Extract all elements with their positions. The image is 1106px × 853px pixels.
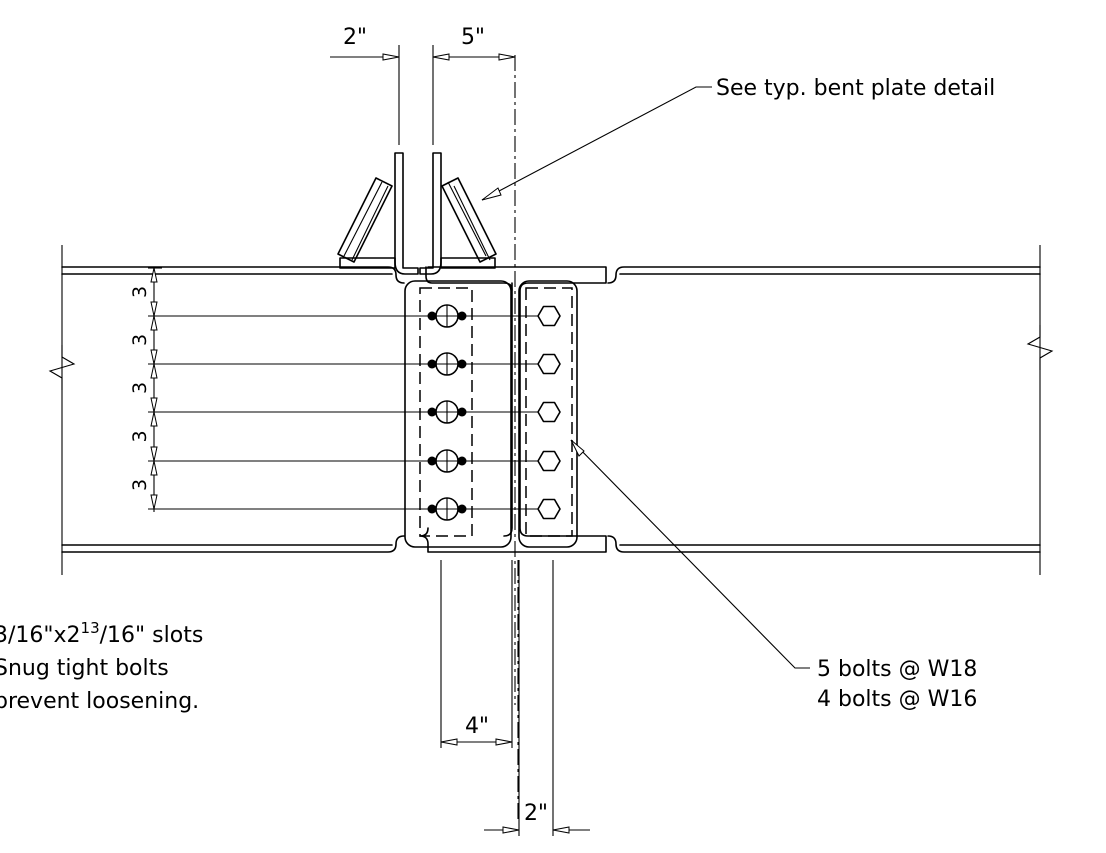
bolt-spacing-label: 3 [129, 286, 151, 298]
hex-bolt [537, 305, 561, 327]
bent-plate-callout: See typ. bent plate detail [481, 76, 995, 201]
slotted-bolt-hole [427, 352, 467, 376]
bolt-spacing-label: 3 [129, 479, 151, 491]
left-beam [48, 245, 405, 575]
bolt-count-line-1: 5 bolts @ W18 [817, 657, 977, 682]
hex-bolt [537, 498, 561, 520]
right-bolt-group [537, 305, 561, 520]
shear-plate-right [518, 280, 578, 548]
bolt-spacing-label: 3 [129, 382, 151, 394]
bolt-spacing-label: 3 [129, 430, 151, 442]
bent-plate-right [419, 152, 497, 275]
slotted-bolt-hole [427, 449, 467, 473]
slot-note-line-2: Snug tight bolts [0, 656, 169, 681]
slotted-bolt-hole [427, 400, 467, 424]
dim-bottom-right: 2" [524, 801, 548, 826]
slot-note-line-1: 3/16"x213/16" slots [0, 619, 203, 648]
bolt-spacing-label: 3 [129, 334, 151, 346]
bottom-dimension-4in: 4" [440, 560, 513, 748]
bottom-dimension-2in: 2" [484, 560, 590, 836]
right-beam [607, 245, 1054, 575]
slot-notes: 3/16"x213/16" slots Snug tight bolts pre… [0, 619, 203, 714]
hex-bolt [537, 450, 561, 472]
top-dimension-2in: 2" 5" [330, 25, 516, 145]
dim-top-left: 2" [343, 25, 367, 50]
dim-bottom-left: 4" [465, 714, 489, 739]
slotted-bolt-hole [427, 497, 467, 521]
slotted-bolt-hole [427, 304, 467, 328]
bent-plate-left [337, 152, 419, 275]
bent-plate-callout-text: See typ. bent plate detail [716, 76, 995, 101]
slot-note-line-3: prevent loosening. [0, 689, 199, 714]
left-break-line [48, 345, 76, 390]
hex-bolt [537, 353, 561, 375]
right-break-line [1026, 325, 1054, 370]
dim-top-right: 5" [461, 25, 485, 50]
bolt-count-line-2: 4 bolts @ W16 [817, 687, 977, 712]
hex-bolt [537, 401, 561, 423]
bolt-spacing-dimension: 3 3 3 3 3 [129, 267, 162, 512]
left-bolt-group [148, 304, 538, 521]
bolt-count-callout: 5 bolts @ W18 4 bolts @ W16 [570, 439, 977, 712]
